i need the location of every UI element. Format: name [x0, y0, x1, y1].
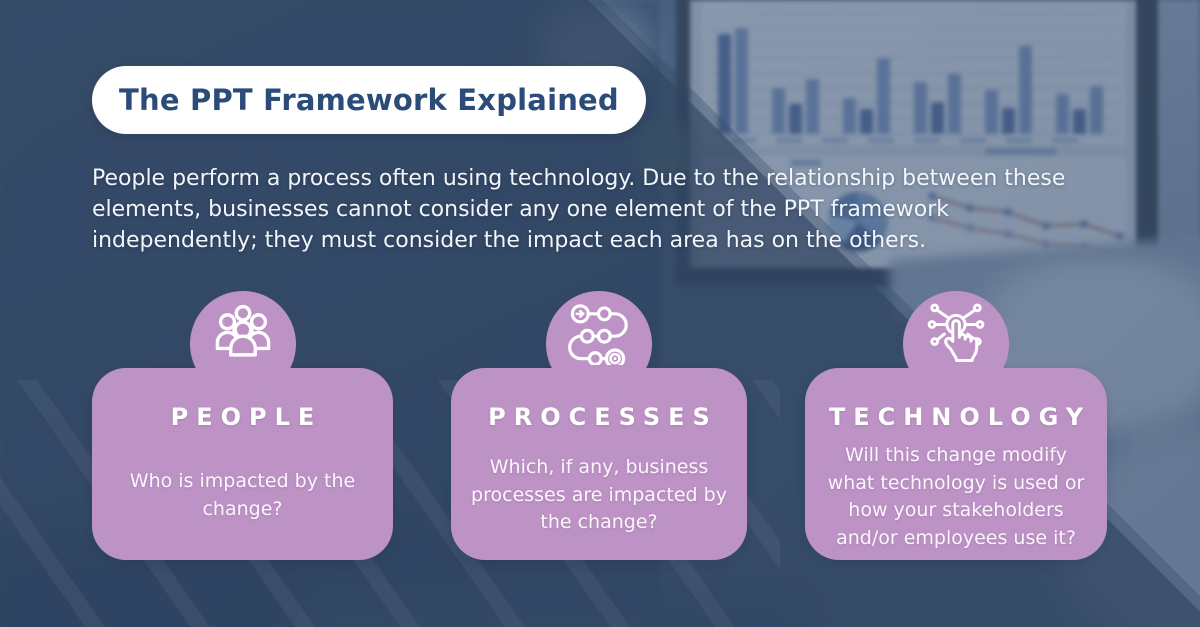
- card-title: TECHNOLOGY: [828, 403, 1092, 431]
- people-group-icon: [189, 291, 296, 397]
- card-description: Which, if any, business processes are im…: [471, 456, 727, 533]
- page-title: The PPT Framework Explained: [119, 83, 619, 117]
- process-flow-icon: [546, 291, 652, 397]
- card-title: PEOPLE: [170, 403, 323, 431]
- card-people: PEOPLE Who is impacted by the change?: [92, 291, 393, 560]
- card-technology: TECHNOLOGY Will this change modify what …: [805, 291, 1107, 560]
- card-title: PROCESSES: [488, 403, 718, 431]
- card-processes: PROCESSES Which, if any, business proces…: [451, 291, 747, 560]
- title-badge: The PPT Framework Explained: [92, 66, 646, 134]
- technology-tap-icon: [903, 291, 1009, 397]
- card-description: Who is impacted by the change?: [129, 470, 356, 520]
- intro-paragraph: People perform a process often using tec…: [92, 166, 1066, 253]
- card-description: Will this change modify what technology …: [827, 444, 1085, 549]
